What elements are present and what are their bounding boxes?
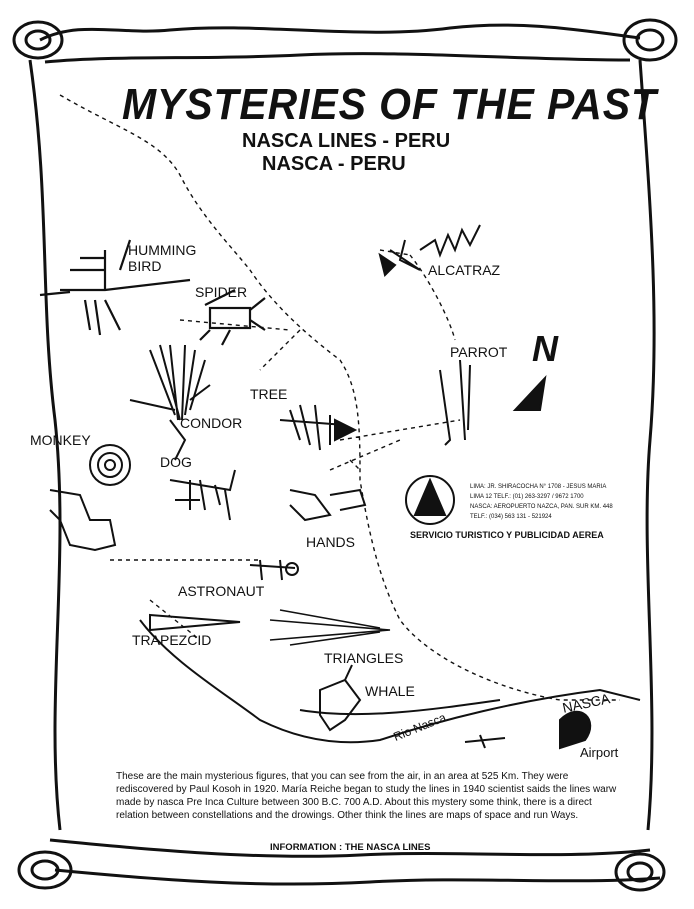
label-hands: HANDS xyxy=(306,534,356,550)
advertiser-line-3: NASCA: AEROPUERTO NAZCA, PAN. SUR KM. 44… xyxy=(470,504,613,510)
label-alcatraz: ALCATRAZ xyxy=(428,262,501,278)
north-arrow-icon xyxy=(512,374,547,411)
humming-bird-figure xyxy=(39,239,191,336)
info-footer: INFORMATION : THE NASCA LINES xyxy=(270,842,431,853)
flight-path xyxy=(59,94,620,701)
astronaut-figure xyxy=(249,559,299,581)
trapezoid-figure xyxy=(149,613,241,632)
triangles-figure xyxy=(269,609,391,646)
advertiser-line-1: LIMA: JR. SHIRACOCHA N° 1708 - JESUS MAR… xyxy=(470,484,607,490)
tree-figure xyxy=(279,404,358,451)
label-parrot: PARROT xyxy=(450,344,508,360)
label-whale: WHALE xyxy=(365,683,415,699)
label-airport: Airport xyxy=(580,745,619,760)
label-bird: BIRD xyxy=(128,258,162,274)
compass-north-label: N xyxy=(532,328,558,369)
label-monkey: MONKEY xyxy=(30,432,91,448)
page-subtitle-2: NASCA - PERU xyxy=(262,153,406,175)
label-spider: SPIDER xyxy=(195,284,248,300)
label-dog: DOG xyxy=(160,454,192,470)
label-trapezoid: TRAPEZCID xyxy=(132,632,212,648)
page-subtitle-1: NASCA LINES - PERU xyxy=(242,130,451,152)
parrot-figure xyxy=(439,359,471,446)
label-humming: HUMMING xyxy=(128,242,197,258)
alcatraz-figure xyxy=(378,224,481,277)
page-title: MYSTERIES OF THE PAST xyxy=(122,80,657,129)
spider-figure xyxy=(199,289,266,346)
label-triangles: TRIANGLES xyxy=(324,650,404,666)
monkey-figure xyxy=(49,444,131,552)
scroll-border xyxy=(12,18,678,892)
whale-figure xyxy=(319,664,362,732)
hands-figure xyxy=(289,488,367,522)
condor-figure xyxy=(129,344,211,461)
dog-figure xyxy=(169,469,236,521)
label-condor: CONDOR xyxy=(180,415,243,431)
advertiser-tagline: SERVICIO TURISTICO Y PUBLICIDAD AEREA xyxy=(410,530,604,540)
advertiser-logo xyxy=(405,475,455,525)
airport-icon xyxy=(559,710,592,750)
label-tree: TREE xyxy=(250,386,288,402)
airplane-icon xyxy=(464,734,506,749)
info-paragraph: These are the main mysterious figures, t… xyxy=(116,771,617,821)
advertiser-line-4: TELF.: (034) 563 131 - 521924 xyxy=(470,514,552,520)
advertiser-line-2: LIMA 12 TELF.: (01) 263-3297 / 9672 1700 xyxy=(470,494,584,500)
rio-nasca-river xyxy=(139,619,641,744)
label-astronaut: ASTRONAUT xyxy=(178,583,265,599)
